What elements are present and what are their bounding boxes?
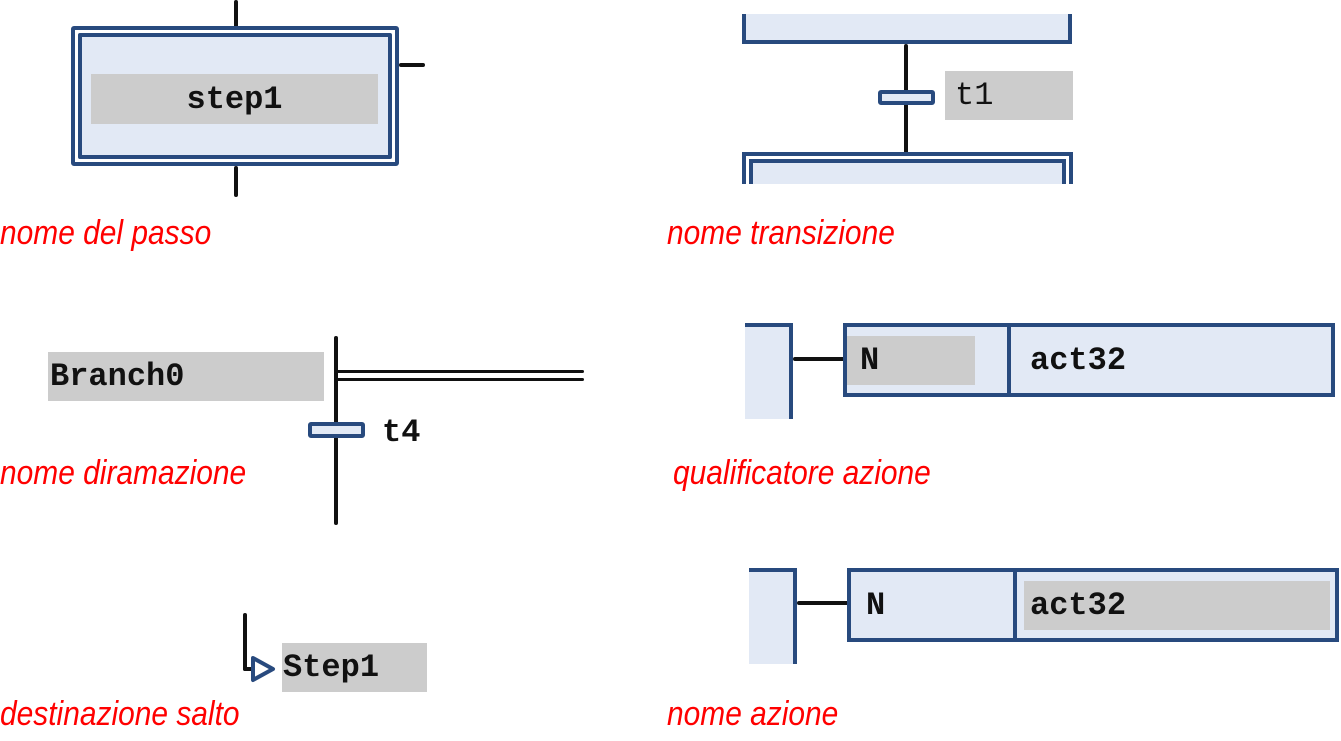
jump-label-highlight bbox=[282, 643, 427, 692]
jump-arrow-icon bbox=[251, 656, 275, 682]
step-name-label[interactable]: step1 bbox=[186, 80, 283, 118]
branch-transition-bar[interactable] bbox=[308, 422, 365, 438]
action-qualifier-caption: qualificatore azione bbox=[673, 454, 931, 492]
branch-double-line-bottom bbox=[336, 378, 584, 381]
branch-label-highlight bbox=[48, 352, 324, 401]
jump-line bbox=[243, 613, 247, 671]
action-name-label[interactable]: act32 bbox=[1030, 342, 1127, 379]
lower-step-inner bbox=[749, 159, 1066, 184]
action-divider bbox=[1007, 327, 1011, 393]
action-name-caption: nome azione bbox=[667, 695, 839, 733]
transition-label-highlight bbox=[945, 71, 1073, 120]
transition-caption: nome transizione bbox=[667, 214, 895, 252]
branch-name-label[interactable]: Branch0 bbox=[50, 358, 185, 395]
jump-line-foot bbox=[243, 667, 253, 671]
step-caption: nome del passo bbox=[0, 214, 212, 252]
transition-bar[interactable] bbox=[878, 90, 935, 105]
qualifier-connector bbox=[793, 357, 845, 361]
action-connector bbox=[797, 601, 849, 605]
step-input-connector bbox=[234, 0, 238, 28]
action-qualifier-label[interactable]: N bbox=[860, 342, 880, 379]
branch-caption: nome diramazione bbox=[0, 454, 247, 492]
branch-double-line-top bbox=[336, 370, 584, 373]
lower-initial-step-top[interactable] bbox=[742, 152, 1073, 184]
action-name-highlight bbox=[1024, 581, 1330, 630]
qualifier-highlight bbox=[847, 336, 975, 385]
jump-caption: destinazione salto bbox=[0, 695, 240, 733]
action-step-edge[interactable] bbox=[749, 568, 797, 664]
qualifier-step-edge[interactable] bbox=[745, 323, 793, 419]
step-action-connector bbox=[399, 63, 425, 67]
branch-transition-label[interactable]: t4 bbox=[382, 413, 421, 451]
upper-step-bottom[interactable] bbox=[742, 14, 1072, 44]
transition-name-label[interactable]: t1 bbox=[955, 77, 994, 114]
step-output-connector bbox=[234, 166, 238, 197]
action-divider-2 bbox=[1013, 572, 1017, 638]
action-qualifier-label-2[interactable]: N bbox=[866, 587, 886, 624]
step-label-highlight bbox=[91, 74, 378, 124]
jump-target-label[interactable]: Step1 bbox=[283, 649, 380, 686]
action-name-label-2[interactable]: act32 bbox=[1030, 587, 1127, 624]
